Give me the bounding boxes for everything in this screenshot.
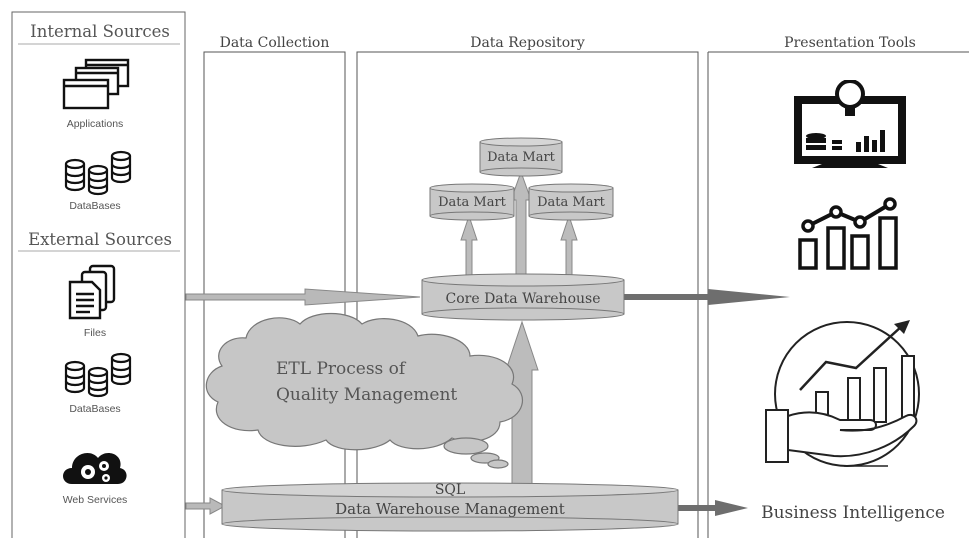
- sources-panel: [11, 11, 186, 538]
- etl-line-1: ETL Process of: [276, 359, 406, 379]
- files-label: Files: [83, 327, 107, 339]
- cloud-gears-icon: [58, 442, 130, 488]
- business-intelligence-label: Business Intelligence: [761, 503, 945, 523]
- etl-cloud: [205, 313, 523, 469]
- external-sources-title: External Sources: [28, 230, 172, 249]
- data-mart-left-label: Data Mart: [438, 195, 506, 210]
- data-mart-right-cylinder: [528, 183, 614, 221]
- hand-chart-growth-icon: [752, 320, 942, 468]
- external-databases-label: DataBases: [69, 403, 121, 415]
- data-mart-left-cylinder: [429, 183, 515, 221]
- arrows-core-to-marts: [460, 170, 578, 277]
- repository-title: Data Repository: [470, 35, 585, 51]
- database-stack-icon-external: [64, 352, 132, 398]
- collection-title: Data Collection: [219, 35, 330, 51]
- sql-dw-label: Data Warehouse Management: [335, 500, 565, 518]
- arrow-sql-to-bi: [678, 500, 748, 516]
- data-mart-top-label: Data Mart: [487, 150, 555, 165]
- monitor-lightbulb-chart-icon: [792, 80, 908, 176]
- sql-label: SQL: [434, 482, 466, 498]
- internal-databases-label: DataBases: [69, 200, 121, 212]
- core-dw-cylinder: [421, 273, 625, 321]
- sql-dw-cylinder: [221, 482, 679, 532]
- database-stack-icon: [64, 150, 132, 196]
- data-mart-top-cylinder: [479, 137, 563, 177]
- arrow-core-to-presentation: [624, 289, 790, 305]
- bar-chart-growth-icon: [796, 196, 904, 272]
- file-stack-icon: [68, 264, 118, 322]
- internal-sources-title: Internal Sources: [30, 22, 170, 41]
- arrow-to-core: [185, 288, 421, 306]
- data-mart-right-label: Data Mart: [537, 195, 605, 210]
- arrow-to-sql: [185, 497, 227, 515]
- presentation-title: Presentation Tools: [784, 35, 916, 51]
- web-services-label: Web Services: [62, 494, 128, 506]
- applications-label: Applications: [66, 118, 124, 130]
- application-windows-icon: [62, 58, 132, 112]
- etl-line-2: Quality Management: [276, 385, 458, 405]
- core-dw-label: Core Data Warehouse: [445, 291, 601, 307]
